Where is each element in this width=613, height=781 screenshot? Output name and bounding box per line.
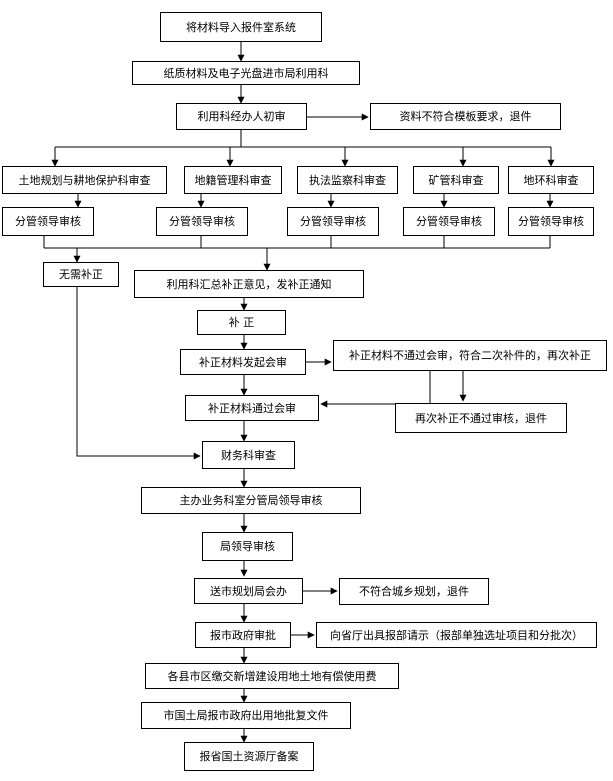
node-finance-review: 财务科审查 <box>202 441 295 469</box>
node-main-office-review: 主办业务科室分管局领导审核 <box>141 487 361 514</box>
node-no-fix-needed: 无需补正 <box>43 262 119 287</box>
node-fix-meeting: 补正材料发起会审 <box>180 349 306 375</box>
node-provincial-record: 报省国土资源厅备案 <box>184 742 314 771</box>
node-dept-cadastral: 地籍管理科审查 <box>184 166 282 194</box>
node-lead-review-2: 分管领导审核 <box>156 207 248 236</box>
node-approval-document: 市国土局报市政府出用地批复文件 <box>141 702 351 729</box>
node-initial-review-reject: 资料不符合模板要求，退件 <box>370 103 561 130</box>
node-fix-pass: 补正材料通过会审 <box>185 395 319 421</box>
node-bureau-lead-review: 局领导审核 <box>202 532 293 561</box>
node-land-fee: 各县市区缴交新增建设用地土地有偿使用费 <box>145 663 399 689</box>
node-fix: 补 正 <box>197 310 286 335</box>
node-fix-fail: 补正材料不通过会审，符合二次补件的，再次补正 <box>333 340 607 371</box>
node-dept-mining: 矿管科审查 <box>413 166 499 194</box>
node-import-system: 将材料导入报件室系统 <box>160 12 322 42</box>
node-planning-reject: 不符合城乡规划，退件 <box>339 578 489 605</box>
node-lead-review-4: 分管领导审核 <box>403 207 495 236</box>
node-summary-fix-notice: 利用科汇总补正意见，发补正通知 <box>134 270 364 298</box>
node-gov-approval: 报市政府审批 <box>195 622 291 648</box>
node-second-fix-fail: 再次补正不通过审核，退件 <box>395 403 567 433</box>
arrow-no-fix-to-finance <box>76 287 201 460</box>
node-dept-environment: 地环科审查 <box>508 166 594 194</box>
node-province-request: 向省厅出具报部请示（报部单独选址项目和分批次） <box>316 622 597 648</box>
node-submit-to-bureau: 纸质材料及电子光盘进市局利用科 <box>132 61 360 85</box>
arrow-fail-to-pass <box>320 371 431 408</box>
node-initial-review: 利用科经办人初审 <box>176 103 307 130</box>
node-planning-bureau: 送市规划局会办 <box>194 578 303 604</box>
node-lead-review-1: 分管领导审核 <box>2 207 94 236</box>
node-lead-review-5: 分管领导审核 <box>508 207 594 236</box>
node-dept-land-planning: 土地规划与耕地保护科审查 <box>2 166 167 194</box>
node-dept-enforcement: 执法监察科审查 <box>297 166 398 194</box>
node-lead-review-3: 分管领导审核 <box>287 207 379 236</box>
